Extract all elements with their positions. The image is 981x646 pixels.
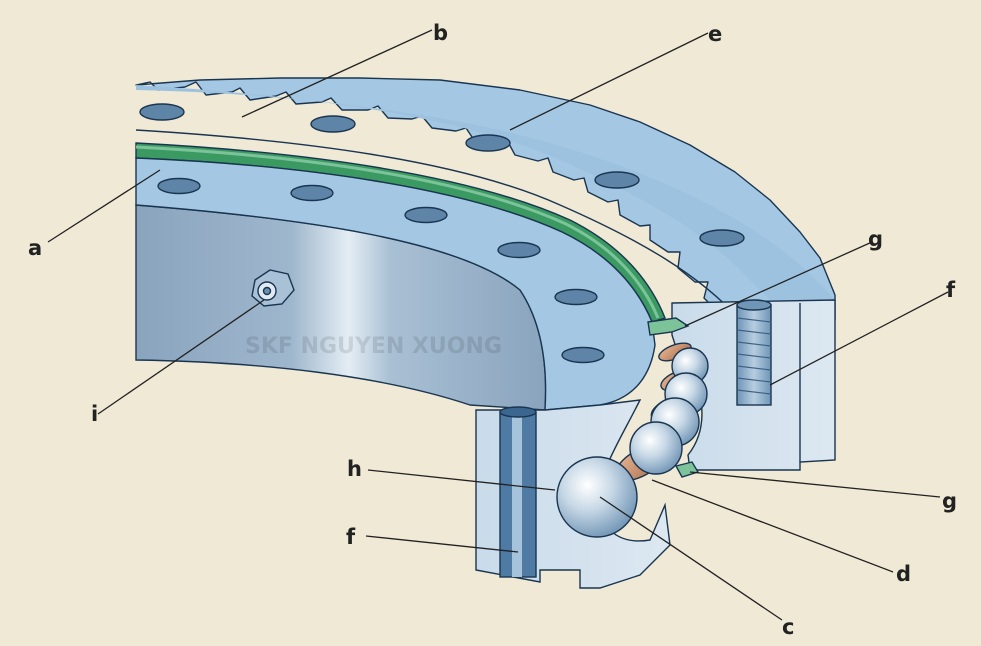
label-c: c xyxy=(782,615,794,639)
seal-strip-highlight xyxy=(135,145,660,319)
balls xyxy=(556,347,709,538)
leader-lines xyxy=(47,29,949,621)
outer-ring-bolt-holes xyxy=(139,103,745,247)
front-ball xyxy=(556,456,638,538)
outer-ring-top-face xyxy=(136,85,835,330)
outer-ring-gear-teeth xyxy=(135,77,836,341)
label-d: d xyxy=(896,562,911,586)
label-f-bottom: f xyxy=(346,525,356,549)
label-a: a xyxy=(28,236,42,260)
outer-ring-edge xyxy=(135,129,835,321)
inner-ring-bolt-holes xyxy=(157,177,605,364)
seal-top-section xyxy=(647,317,690,336)
label-h: h xyxy=(347,457,362,481)
grease-nipple xyxy=(251,269,295,307)
watermark-text: SKF NGUYEN XUONG xyxy=(245,334,502,359)
label-i: i xyxy=(91,402,98,426)
label-g-bottom: g xyxy=(942,489,957,513)
seal-bottom-section xyxy=(674,461,700,478)
label-b: b xyxy=(433,21,448,45)
inner-ring-top-face xyxy=(135,157,656,411)
label-g-top: g xyxy=(868,227,883,251)
label-f-top: f xyxy=(946,278,956,302)
label-e: e xyxy=(708,22,722,46)
outer-mounting-bolt xyxy=(736,299,772,406)
